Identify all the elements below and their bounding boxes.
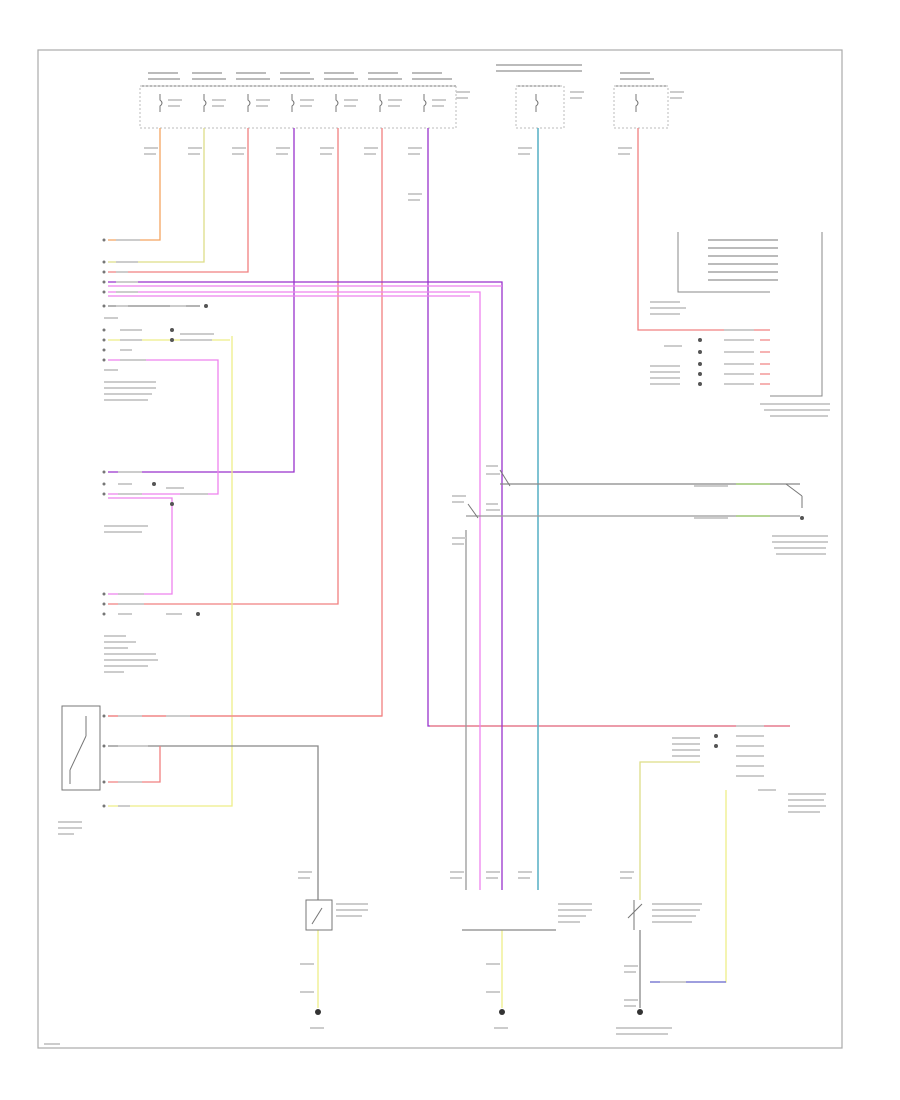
- rear-sensor-module: [102, 592, 200, 673]
- engine-control-module-2: [102, 470, 208, 533]
- ground-symbols: [315, 1009, 643, 1015]
- ground-1-icon: [315, 1009, 321, 1015]
- diagram-frame: [37, 49, 843, 1049]
- antenna-module: [452, 465, 828, 555]
- fuel-pump-module: [616, 871, 702, 1035]
- fuel-pump-switch: [298, 871, 368, 993]
- ground-3-icon: [637, 1009, 643, 1015]
- ecm-module: [102, 238, 214, 401]
- wires: [108, 128, 800, 1008]
- control-module-right: [650, 232, 830, 417]
- fuse-block-top: [139, 64, 684, 201]
- fuel-pump-relay: [58, 705, 190, 835]
- connector-module-center: [450, 871, 592, 993]
- ground-2-icon: [499, 1009, 505, 1015]
- engine-module-lower: [672, 725, 826, 813]
